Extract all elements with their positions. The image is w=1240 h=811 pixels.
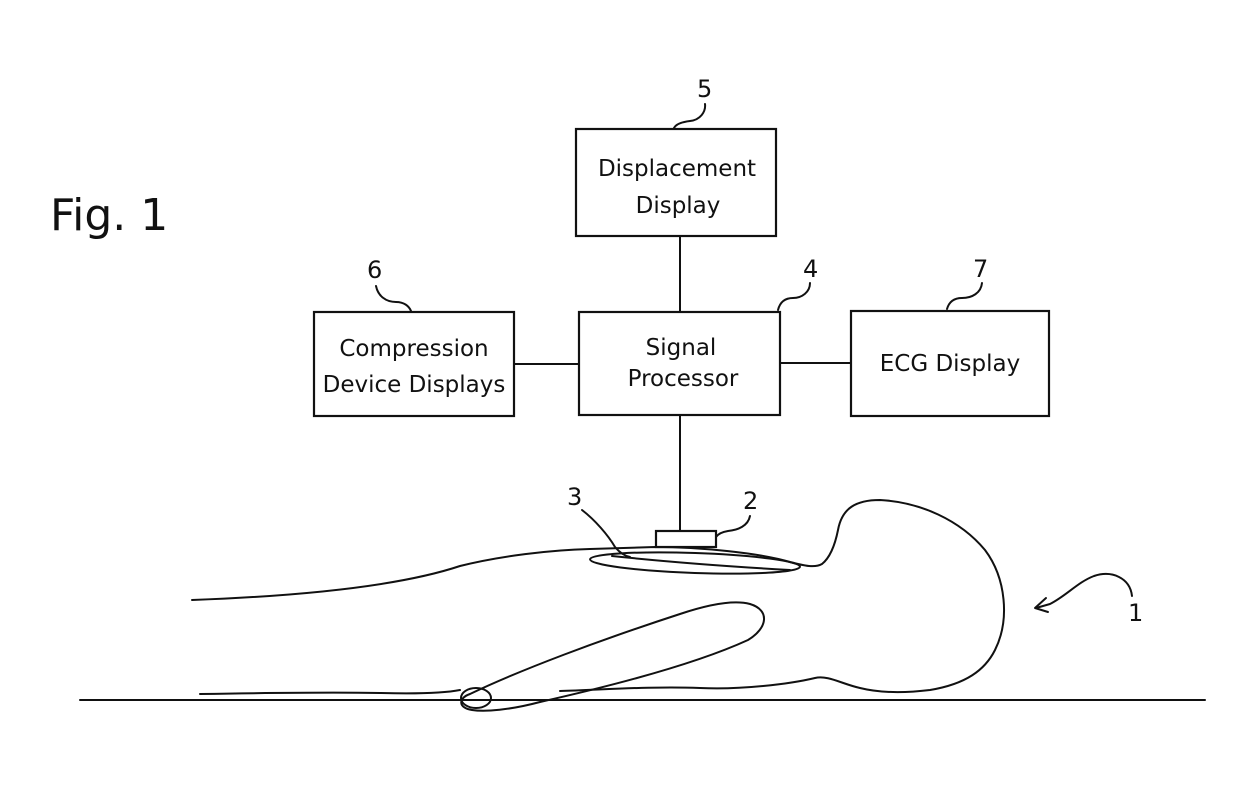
compression-display-line1: Compression (339, 336, 488, 362)
sensor-block (656, 531, 716, 547)
ref-label-7: 7 (973, 255, 988, 283)
displacement-display-line2: Display (636, 193, 721, 219)
ref-label-6: 6 (367, 256, 382, 284)
compression-display-box (314, 312, 514, 416)
ref-label-4: 4 (803, 255, 818, 283)
patient-legs-outline (200, 690, 460, 694)
ecg-display-block: ECG Display (851, 311, 1049, 416)
ref-leader-4 (778, 283, 810, 310)
figure-title: Fig. 1 (50, 190, 168, 241)
ref-leader-1 (1036, 574, 1132, 608)
signal-processor-line2: Processor (628, 366, 739, 392)
ref-label-3: 3 (567, 483, 582, 511)
ref-leader-6 (376, 286, 411, 311)
ecg-display-label: ECG Display (880, 351, 1021, 377)
compression-display-block: Compression Device Displays (314, 312, 514, 416)
patient-body-outline (192, 500, 1004, 692)
displacement-display-line1: Displacement (598, 156, 756, 182)
ref-leader-5 (674, 104, 705, 128)
ref-leader-2 (716, 516, 750, 537)
displacement-display-box (576, 129, 776, 236)
ref-label-1: 1 (1128, 599, 1143, 627)
patient-figure (192, 500, 1004, 711)
patient-arm-outline (461, 602, 764, 710)
signal-processor-block: Signal Processor (579, 312, 780, 415)
ref-label-5: 5 (697, 75, 712, 103)
ref-leader-7 (947, 283, 982, 309)
displacement-display-block: Displacement Display (576, 129, 776, 236)
compression-display-line2: Device Displays (323, 372, 506, 398)
signal-processor-box (579, 312, 780, 415)
ref-label-2: 2 (743, 487, 758, 515)
signal-processor-line1: Signal (646, 335, 717, 361)
